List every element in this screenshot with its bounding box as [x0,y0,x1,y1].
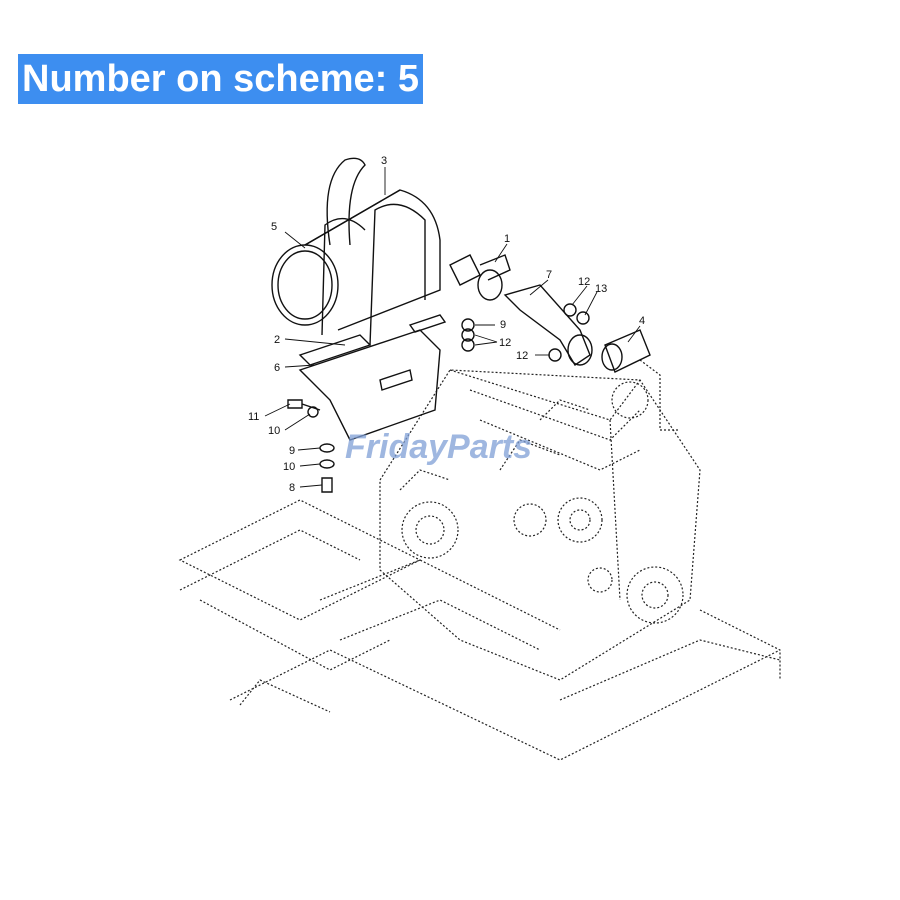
exhaust-pipe [449,254,651,373]
callout-13: 13 [595,283,607,295]
callout-12-top: 12 [578,276,590,288]
callout-10-top: 10 [268,425,280,437]
callout-11: 11 [248,411,259,423]
callout-12-middle: 12 [499,337,511,349]
watermark-logo: FridayParts [345,428,532,466]
callout-1: 1 [504,233,510,245]
callout-6: 6 [274,362,280,374]
callout-4: 4 [639,315,645,327]
callout-3: 3 [381,155,387,167]
callout-2: 2 [274,334,280,346]
engine-block [379,359,701,681]
callout-8: 8 [289,482,295,494]
callout-10-lower: 10 [283,461,295,473]
callout-12-lower: 12 [516,350,528,362]
callout-labels: 3 5 1 7 12 13 9 12 12 4 2 6 11 10 9 10 8 [248,155,645,494]
muffler [271,157,447,366]
callout-7: 7 [546,269,552,281]
callout-9-top: 9 [500,319,506,331]
callout-9-lower: 9 [289,445,295,457]
fasteners [287,303,590,493]
chassis-frame [178,499,781,761]
muffler-bracket [298,329,441,441]
callout-5: 5 [271,221,277,233]
scheme-number-banner: Number on scheme: 5 [18,54,423,104]
callout-leaders [264,167,641,488]
